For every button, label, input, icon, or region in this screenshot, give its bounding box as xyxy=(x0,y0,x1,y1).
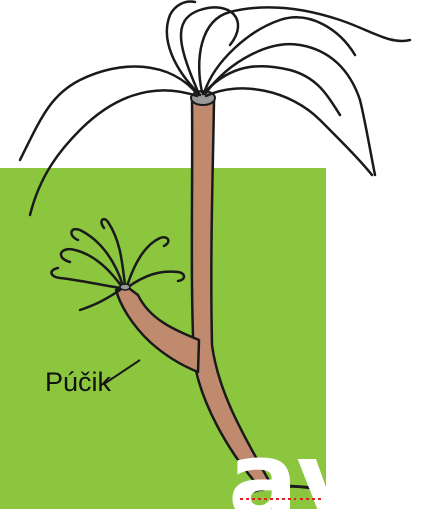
hydra-body xyxy=(192,100,272,490)
spellcheck-underline-left xyxy=(240,498,296,500)
bud-label: Púčik xyxy=(45,367,111,398)
spellcheck-underline-right xyxy=(300,498,324,500)
bud-hypostome xyxy=(120,284,130,290)
bud-body xyxy=(116,286,199,372)
